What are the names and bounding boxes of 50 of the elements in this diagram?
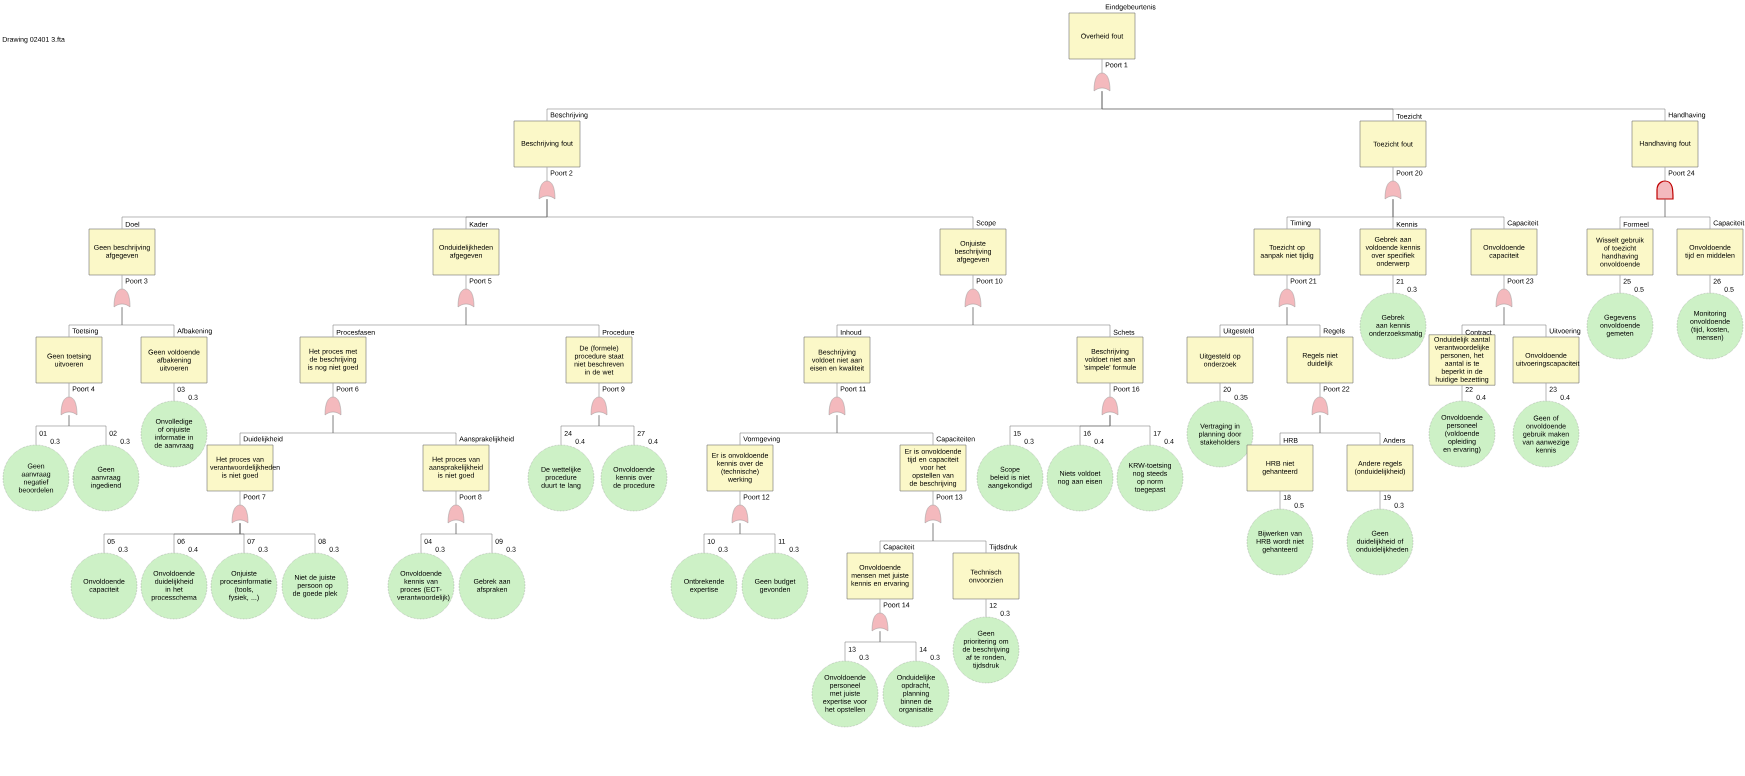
- connector-line: [1619, 275, 1621, 293]
- connector-line: [1461, 385, 1463, 401]
- connector-line: [1109, 383, 1111, 398]
- connector-line: [546, 198, 974, 229]
- connector-line: [121, 306, 175, 337]
- connector-line: [1219, 383, 1221, 401]
- connector-line: [1101, 90, 1666, 121]
- connector-line: [739, 491, 741, 506]
- connector-line: [1379, 491, 1381, 509]
- connector-line: [879, 599, 881, 614]
- connector-line: [332, 383, 334, 398]
- connector-line: [546, 167, 548, 182]
- connector-line: [985, 599, 987, 617]
- connector-line: [1503, 275, 1505, 290]
- connector-line: [879, 630, 917, 661]
- connector-line: [465, 275, 467, 290]
- connector-line: [932, 491, 934, 506]
- connector-line: [1503, 306, 1547, 337]
- connector-line: [1109, 414, 1151, 445]
- connector-line: [932, 522, 987, 553]
- connector-line: [739, 522, 776, 553]
- connector-line: [121, 275, 123, 290]
- connector-line: [465, 306, 600, 337]
- connector-line: [455, 522, 493, 553]
- connector-line: [68, 414, 107, 445]
- connector-line: [598, 414, 635, 445]
- connector-line: [332, 414, 457, 445]
- connector-line: [1392, 198, 1505, 229]
- connector-line: [836, 414, 934, 445]
- connector-line: [1286, 306, 1321, 337]
- connector-line: [1664, 198, 1711, 229]
- connector-line: [1664, 167, 1666, 182]
- connector-line: [68, 383, 70, 398]
- connector-line: [1709, 275, 1711, 293]
- connector-line: [1392, 275, 1394, 293]
- connector-line: [972, 306, 1111, 337]
- connector-line: [1545, 383, 1547, 401]
- connector-line: [1279, 491, 1281, 509]
- connector-line: [836, 383, 838, 398]
- connector-line: [239, 491, 241, 506]
- connector-line: [173, 383, 175, 401]
- connector-line: [239, 522, 316, 553]
- connector-line: [1101, 59, 1103, 74]
- connector-line: [972, 275, 974, 290]
- connector-line: [1319, 414, 1381, 445]
- connector-line: [1286, 275, 1288, 290]
- connector-line: [1319, 383, 1321, 398]
- connector-line: [598, 383, 600, 398]
- connector-line: [1392, 167, 1394, 182]
- connector-line: [455, 491, 457, 506]
